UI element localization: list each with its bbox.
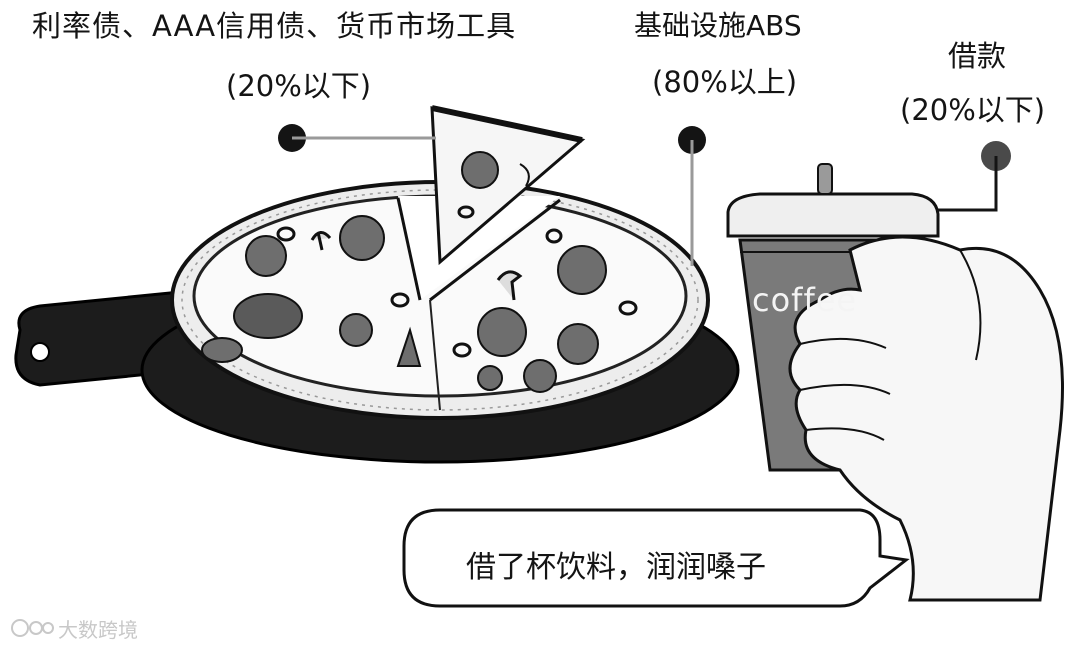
rate-bonds-percentage: (20%以下) bbox=[226, 72, 371, 101]
speech-bubble-text: 借了杯饮料，润润嗓子 bbox=[466, 542, 766, 586]
borrowing-percentage: (20%以下) bbox=[900, 96, 1045, 125]
watermark-logo-icon bbox=[12, 620, 53, 636]
infra-abs-percentage: (80%以上) bbox=[652, 68, 797, 97]
callout-rate-bonds bbox=[278, 124, 436, 152]
coffee-cup-text: coffee bbox=[752, 281, 857, 319]
callout-infra-abs bbox=[678, 126, 706, 266]
watermark-text: 大数跨境 bbox=[58, 614, 138, 643]
watermark: 大数跨境 bbox=[58, 614, 138, 643]
infra-abs-label: 基础设施ABS bbox=[634, 12, 802, 40]
rate-bonds-label: 利率债、AAA信用债、货币市场工具 bbox=[32, 12, 516, 41]
callout-borrowing bbox=[920, 141, 1011, 210]
borrowing-label: 借款 bbox=[948, 42, 1006, 71]
